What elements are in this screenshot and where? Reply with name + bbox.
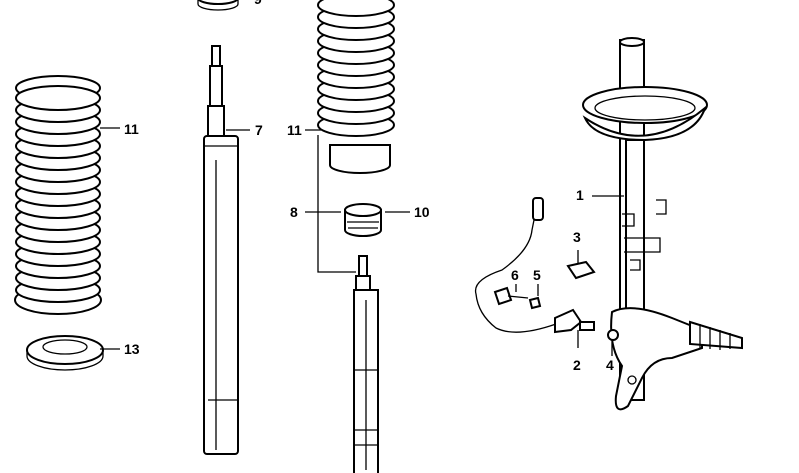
label-3: 3 (573, 229, 581, 245)
label-10: 10 (414, 204, 430, 220)
label-2: 2 (573, 357, 581, 373)
boot-collar (329, 144, 391, 174)
label-12: 11 (124, 121, 139, 137)
label-8: 8 (290, 204, 298, 220)
label-6: 6 (511, 267, 519, 283)
label-13: 13 (124, 341, 140, 357)
label-1: 1 (576, 187, 584, 203)
part-11-boot (317, 0, 395, 174)
label-4: 4 (606, 357, 614, 373)
bellows-fold (317, 0, 395, 17)
part-10-nut (344, 203, 382, 237)
parts-2-6-sensor (474, 197, 619, 356)
part-12-boot (14, 75, 102, 315)
part-strut-lower (353, 255, 379, 473)
part-9 (197, 0, 239, 11)
label-5: 5 (533, 267, 541, 283)
leader-lines-11-8-10 (305, 129, 410, 273)
part-1-strut (582, 37, 743, 411)
label-11: 11 (287, 122, 302, 138)
label-9: 9 (254, 0, 262, 6)
part-13-ring (26, 335, 104, 371)
bellows-fold (15, 85, 101, 111)
leader-lines-12-13 (100, 127, 120, 350)
label-7: 7 (255, 122, 263, 138)
part-7-rod (203, 45, 250, 455)
